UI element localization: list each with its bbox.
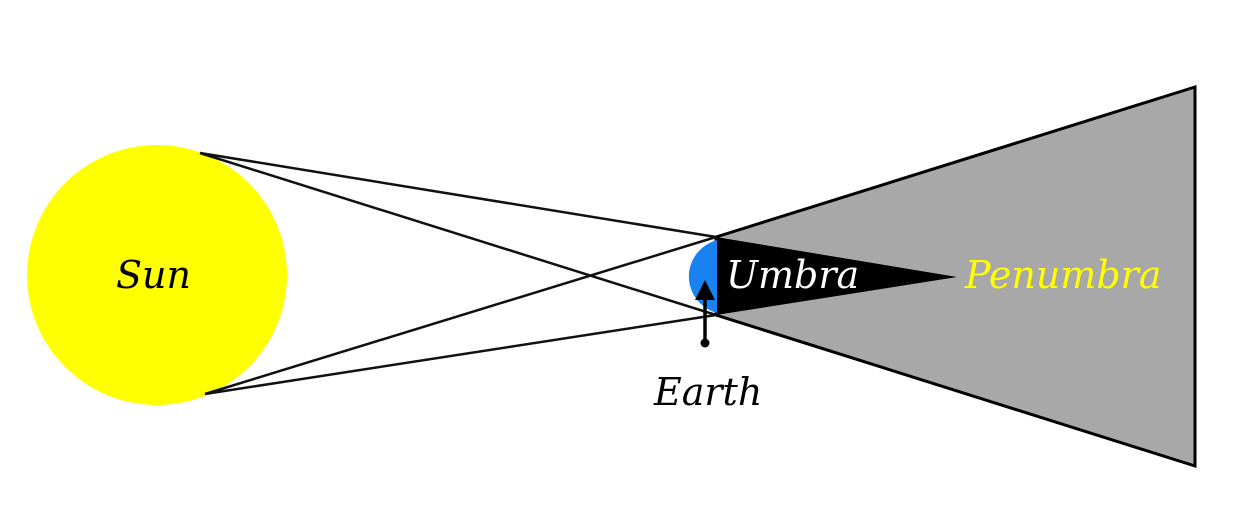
umbra-region (716, 237, 957, 315)
light-rays (199, 151, 717, 396)
earth-arrow (695, 280, 715, 348)
sun (27, 145, 287, 405)
umbra-label: Umbra (726, 253, 859, 297)
earth-label: Earth (653, 370, 762, 414)
sun-label: Sun (116, 253, 191, 297)
earth (688, 240, 717, 313)
penumbra-label: Penumbra (964, 253, 1161, 297)
